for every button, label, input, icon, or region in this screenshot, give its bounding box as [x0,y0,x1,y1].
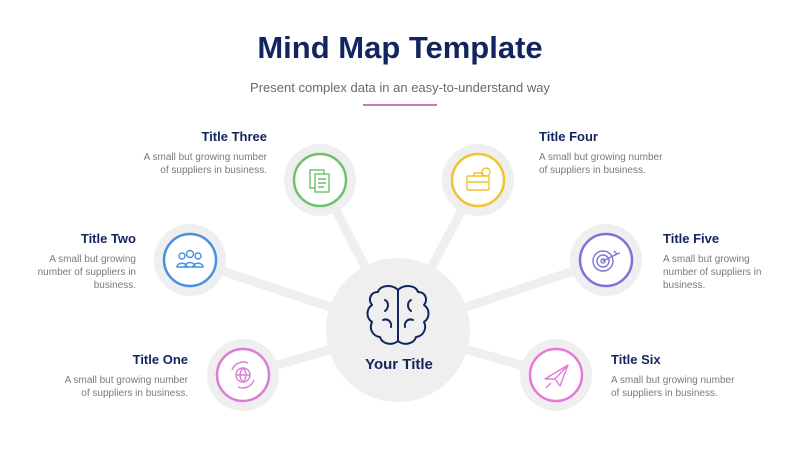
node-three-desc-line: of suppliers in business. [160,165,267,176]
node-five-desc: A small but growing number of suppliers … [663,253,793,292]
node-one-desc-line: A small but growing number [64,375,188,386]
node-six-desc: A small but growing number of suppliers … [611,374,781,400]
node-one-desc-line: of suppliers in business. [81,388,188,399]
center-title: Your Title [365,356,433,373]
node-six-desc-line: of suppliers in business. [611,388,718,399]
documents-icon [309,169,330,193]
node-five-title: Title Five [663,231,720,246]
node-two-desc-line: business. [93,280,136,291]
node-three-desc: A small but growing number of suppliers … [107,151,267,177]
node-two-title: Title Two [80,231,136,246]
paper-plane-icon [544,364,569,389]
page-subtitle: Present complex data in an easy-to-under… [250,80,550,95]
node-four-ring [450,152,506,208]
team-icon [176,249,204,268]
node-two-desc-line: A small but growing [49,254,136,265]
node-four-desc-line: of suppliers in business. [539,165,646,176]
page-title: Mind Map Template [257,30,543,65]
node-three-desc-line: A small but growing number [143,152,267,163]
node-five[interactable] [570,224,642,296]
node-six-title: Title Six [611,352,661,367]
briefcase-icon [466,167,491,191]
node-one-desc: A small but growing number of suppliers … [28,374,188,400]
node-four-desc-line: A small but growing number [539,152,663,163]
node-two-desc-line: number of suppliers in [37,267,136,278]
node-two-ring [162,232,218,288]
node-six-ring [528,347,584,403]
node-five-desc-line: A small but growing [663,254,750,265]
node-six[interactable] [520,339,592,411]
node-two-desc: A small but growing number of suppliers … [10,253,136,292]
node-three-title: Title Three [201,129,267,144]
node-four-title: Title Four [539,129,598,144]
node-one-title: Title One [132,352,188,367]
node-five-desc-line: business. [663,280,706,291]
node-four-desc: A small but growing number of suppliers … [539,151,709,177]
node-five-desc-line: number of suppliers in [663,267,762,278]
node-three[interactable] [284,144,356,216]
target-icon [592,250,621,272]
node-six-desc-line: A small but growing number [611,375,735,386]
node-four[interactable] [442,144,514,216]
brain-icon [366,285,430,345]
title-divider [363,104,437,106]
node-two[interactable] [154,224,226,296]
node-one[interactable] [207,339,279,411]
globe-cycle-icon [231,361,255,389]
